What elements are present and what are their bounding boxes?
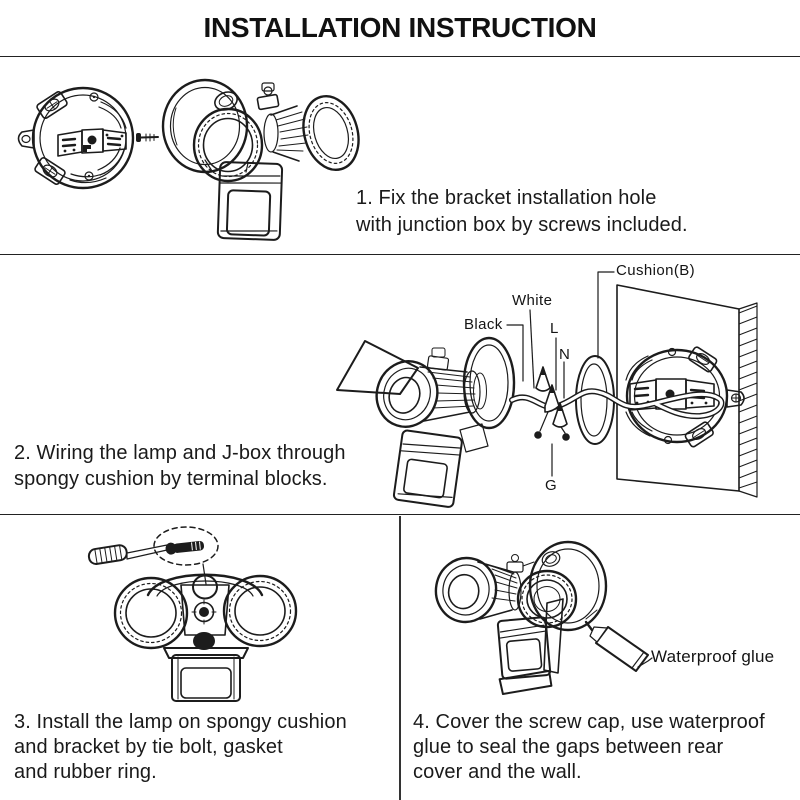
floodlight-rear-drawing (336, 336, 516, 508)
step4-illustration (434, 540, 653, 696)
step1-illustration (17, 78, 360, 241)
panel-step-3 (0, 516, 401, 800)
floodlight-drawing (161, 78, 360, 241)
screw-drawing (136, 133, 159, 142)
panel-step-2 (0, 256, 800, 515)
junction-box-drawing (17, 86, 135, 190)
wire-nuts-drawing (534, 366, 570, 441)
wiring-leader-lines (506, 271, 615, 477)
spongy-cushion-drawing (575, 355, 615, 445)
glue-tube-drawing (584, 609, 653, 672)
neutral-wire-label: N (559, 346, 571, 363)
floodlight-angled-drawing (434, 540, 608, 696)
step4-text: 4. Cover the screw cap, use waterproof g… (413, 711, 765, 783)
panel-step-1 (0, 57, 800, 255)
white-wire-label: White (512, 292, 553, 309)
wall-drawing (616, 284, 758, 498)
step3-text: 3. Install the lamp on spongy cushion an… (14, 711, 347, 783)
cushion-label: Cushion(B) (616, 262, 696, 279)
screwdriver-drawing (87, 544, 168, 565)
black-wire-label: Black (464, 316, 503, 333)
ground-wire-label: G (545, 477, 558, 494)
step1-text: 1. Fix the bracket installation hole wit… (356, 187, 688, 236)
tie-bolt-zoom-drawing (153, 526, 219, 585)
step3-illustration (87, 526, 298, 702)
waterproof-glue-label: Waterproof glue (651, 647, 775, 666)
floodlight-front-view-drawing (113, 573, 298, 702)
line-wire-label: L (550, 320, 559, 337)
page-title: INSTALLATION INSTRUCTION (203, 12, 597, 43)
step2-illustration (336, 271, 758, 508)
step2-text: 2. Wiring the lamp and J-box through spo… (14, 442, 346, 490)
header: INSTALLATION INSTRUCTION (0, 0, 800, 57)
